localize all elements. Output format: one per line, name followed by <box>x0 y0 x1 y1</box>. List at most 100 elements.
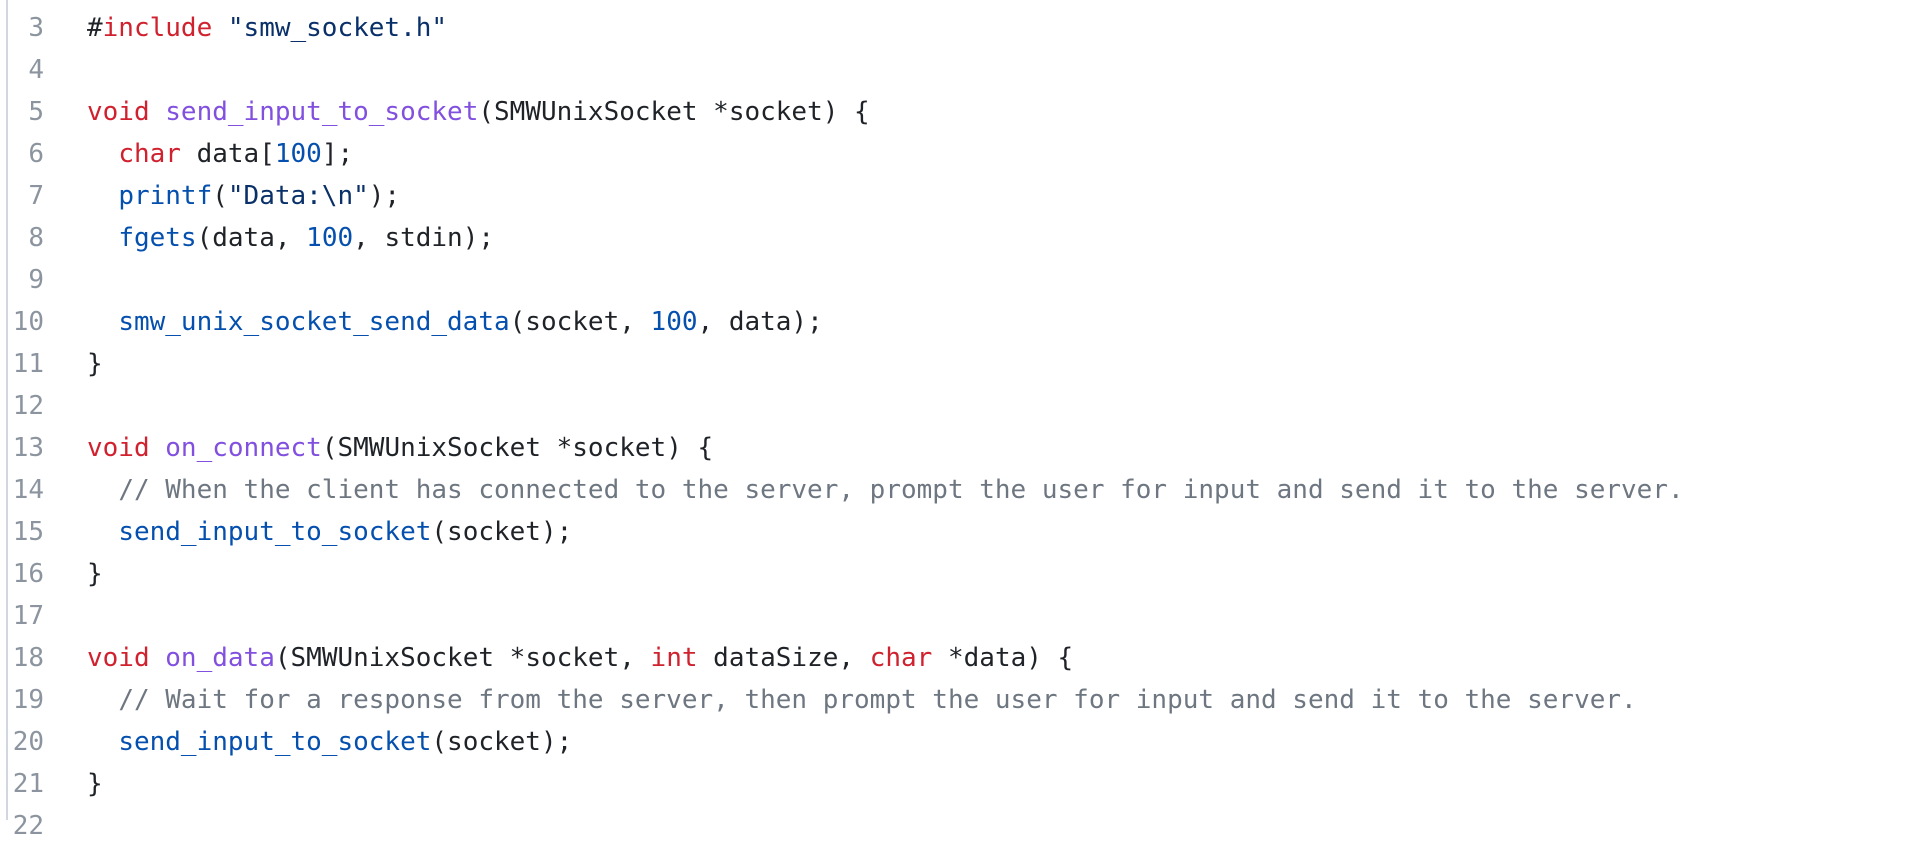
code-token: ( <box>212 181 228 211</box>
line-number[interactable]: 4 <box>28 55 44 85</box>
line-number[interactable]: 7 <box>28 181 44 211</box>
code-view: 3 #include "smw_socket.h" 4 5 void send_inpu… <box>6 0 1684 841</box>
line-code: void send_input_to_socket(SMWUnixSocket … <box>87 91 870 133</box>
code-line: 14 // When the client has connected to t… <box>0 469 1920 511</box>
function-call-token: fgets <box>118 223 197 253</box>
line-number[interactable]: 10 <box>12 307 44 337</box>
code-token <box>87 475 118 505</box>
line-code: } <box>87 763 103 805</box>
code-token: data[ <box>180 139 275 169</box>
keyword-token: void <box>87 643 150 673</box>
code-token <box>87 139 118 169</box>
keyword-token: char <box>869 643 933 673</box>
line-number[interactable]: 18 <box>12 643 44 673</box>
code-token: # <box>87 13 103 43</box>
function-call-token: printf <box>118 181 213 211</box>
code-token: *data) { <box>932 643 1074 673</box>
line-code: void on_connect(SMWUnixSocket *socket) { <box>87 427 713 469</box>
line-code: // When the client has connected to the … <box>87 469 1684 511</box>
code-line: 18 void on_data(SMWUnixSocket *socket, in… <box>0 637 1920 679</box>
code-token: (SMWUnixSocket *socket) { <box>478 97 870 127</box>
line-number[interactable]: 8 <box>28 223 44 253</box>
line-number[interactable]: 20 <box>12 727 44 757</box>
code-token <box>150 433 166 463</box>
line-code: } <box>87 553 103 595</box>
code-token <box>212 13 228 43</box>
line-number[interactable]: 9 <box>28 265 44 295</box>
line-number[interactable]: 15 <box>12 517 44 547</box>
code-line: 15 send_input_to_socket(socket); <box>0 511 1920 553</box>
code-token: (socket, <box>509 307 651 337</box>
code-line: 6 char data[100]; <box>0 133 1920 175</box>
keyword-token: void <box>87 97 150 127</box>
code-token <box>87 223 118 253</box>
comment-token: // When the client has connected to the … <box>118 475 1684 505</box>
line-number[interactable]: 5 <box>28 97 44 127</box>
line-code: smw_unix_socket_send_data(socket, 100, d… <box>87 301 823 343</box>
line-number[interactable]: 11 <box>12 349 44 379</box>
gutter-border <box>6 0 8 820</box>
number-token: 100 <box>306 223 354 253</box>
line-number[interactable]: 14 <box>12 475 44 505</box>
function-call-token: send_input_to_socket <box>118 727 432 757</box>
line-code: send_input_to_socket(socket); <box>87 511 572 553</box>
line-code: // Wait for a response from the server, … <box>87 679 1636 721</box>
line-number[interactable]: 3 <box>28 13 44 43</box>
code-line: 11} <box>0 343 1920 385</box>
line-code: fgets(data, 100, stdin); <box>87 217 494 259</box>
code-line: 8 fgets(data, 100, stdin); <box>0 217 1920 259</box>
code-token <box>150 97 166 127</box>
function-name-token: send_input_to_socket <box>165 97 479 127</box>
line-number[interactable]: 12 <box>12 391 44 421</box>
function-call-token: send_input_to_socket <box>118 517 432 547</box>
code-token <box>150 643 166 673</box>
code-token <box>87 307 118 337</box>
code-line: 4 <box>0 49 1920 91</box>
code-line: 5 void send_input_to_socket(SMWUnixSocket… <box>0 91 1920 133</box>
code-token: (data, <box>196 223 307 253</box>
code-token: , stdin); <box>353 223 495 253</box>
number-token: 100 <box>650 307 698 337</box>
line-number[interactable]: 19 <box>12 685 44 715</box>
function-name-token: on_data <box>165 643 275 673</box>
code-line: 16} <box>0 553 1920 595</box>
line-code: } <box>87 343 103 385</box>
code-token <box>87 517 118 547</box>
code-token <box>87 685 118 715</box>
code-token: (socket); <box>431 517 573 547</box>
code-token: (SMWUnixSocket *socket, <box>274 643 651 673</box>
line-number[interactable]: 6 <box>28 139 44 169</box>
code-line: 10 smw_unix_socket_send_data(socket, 100… <box>0 301 1920 343</box>
code-line: 12 <box>0 385 1920 427</box>
code-line: 22 <box>0 805 1920 847</box>
code-token: , data); <box>697 307 823 337</box>
code-line: 21} <box>0 763 1920 805</box>
number-token: 100 <box>274 139 322 169</box>
line-number[interactable]: 21 <box>12 769 44 799</box>
code-token: } <box>87 349 103 379</box>
function-name-token: on_connect <box>165 433 322 463</box>
line-number[interactable]: 22 <box>12 811 44 841</box>
code-token: } <box>87 559 103 589</box>
code-token: (SMWUnixSocket *socket) { <box>321 433 714 463</box>
line-code: #include "smw_socket.h" <box>87 7 447 49</box>
keyword-token: void <box>87 433 150 463</box>
line-number[interactable]: 16 <box>12 559 44 589</box>
code-line: 20 send_input_to_socket(socket); <box>0 721 1920 763</box>
code-line: 7 printf("Data:\n"); <box>0 175 1920 217</box>
code-line: 3 #include "smw_socket.h" <box>0 7 1920 49</box>
code-line: 9 <box>0 259 1920 301</box>
line-number[interactable]: 13 <box>12 433 44 463</box>
function-call-token: smw_unix_socket_send_data <box>118 307 510 337</box>
code-lines: 3 #include "smw_socket.h" 4 5 void send_inpu… <box>0 7 1920 847</box>
code-token <box>87 181 118 211</box>
line-number[interactable]: 17 <box>12 601 44 631</box>
keyword-token: char <box>118 139 181 169</box>
line-code: printf("Data:\n"); <box>87 175 400 217</box>
line-code: void on_data(SMWUnixSocket *socket, int … <box>87 637 1073 679</box>
code-token <box>87 727 118 757</box>
string-token: "Data:\n" <box>227 181 369 211</box>
code-token: } <box>87 769 103 799</box>
keyword-token: int <box>650 643 698 673</box>
line-code: send_input_to_socket(socket); <box>87 721 572 763</box>
